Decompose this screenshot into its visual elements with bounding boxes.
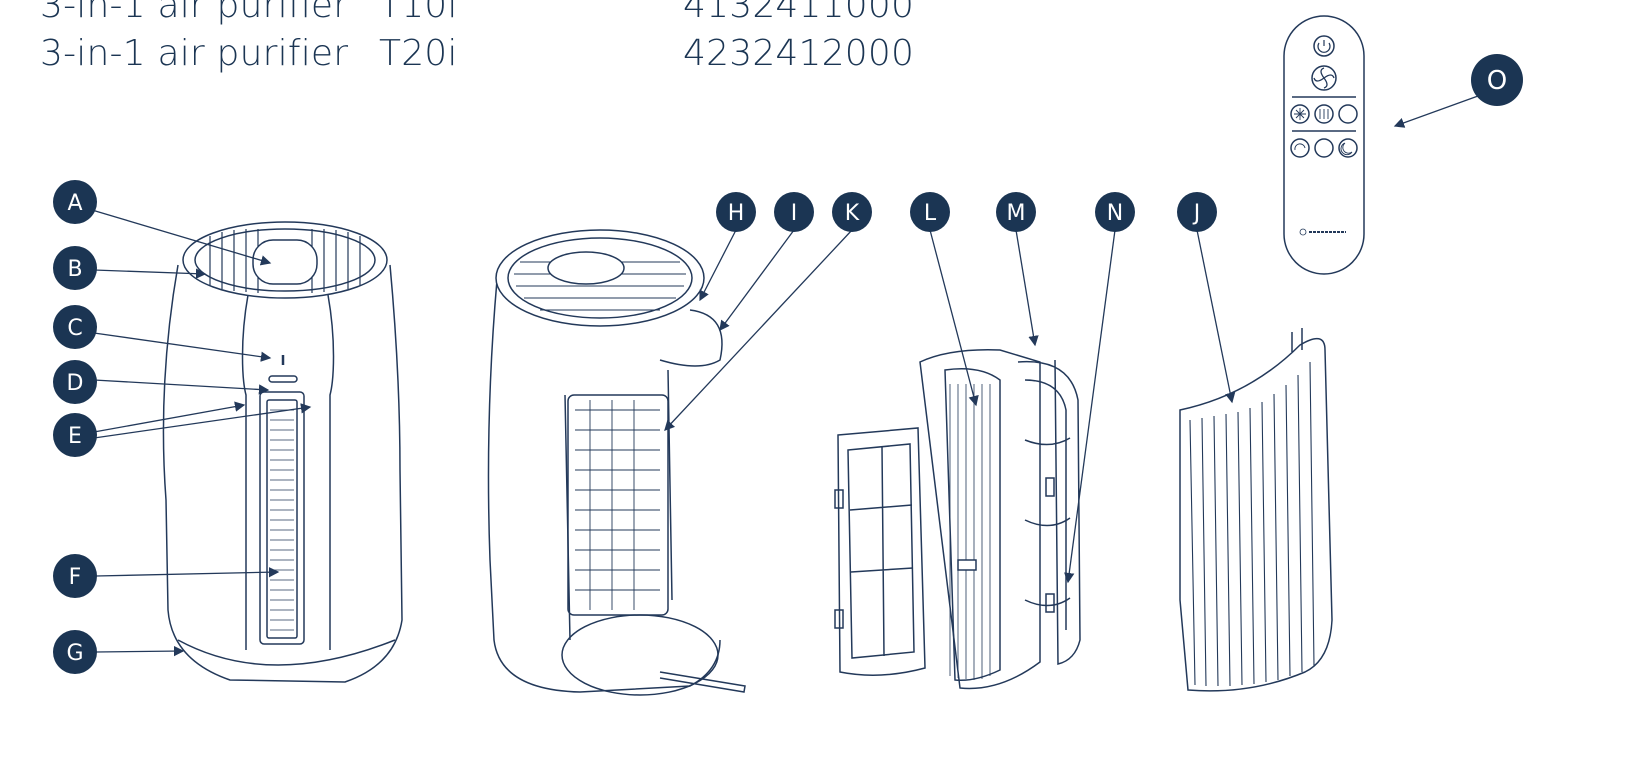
callout-e: E — [53, 413, 97, 457]
callout-c: C — [53, 305, 97, 349]
cable — [659, 671, 746, 693]
purifier-body — [162, 264, 403, 683]
open-base — [561, 614, 719, 696]
product-name: 3-in-1 air purifier — [40, 33, 349, 74]
callout-j: J — [1177, 192, 1217, 232]
base-ring — [177, 639, 396, 666]
filter-frame-right — [1017, 359, 1081, 665]
purifier-open-view — [487, 229, 746, 696]
air-inlet-grille — [259, 391, 305, 645]
callout-l: L — [910, 192, 950, 232]
purifier-front-view — [162, 221, 403, 683]
product-name: 3-in-1 air purifier — [40, 0, 349, 26]
callout-f: F — [53, 554, 97, 598]
callout-i: I — [774, 192, 814, 232]
fan-icon — [1311, 65, 1337, 91]
heat-icon — [1314, 104, 1334, 124]
callouts: A B C D E F G H I K L M N J O — [53, 54, 1523, 674]
svg-text:A: A — [67, 191, 82, 216]
svg-text:B: B — [67, 257, 82, 282]
filter-frame-left — [834, 427, 926, 676]
callout-o: O — [1471, 54, 1523, 106]
callout-d: D — [53, 360, 97, 404]
control-panel — [252, 239, 318, 285]
svg-text:K: K — [845, 201, 860, 226]
callout-b: B — [53, 246, 97, 290]
callout-a: A — [53, 180, 97, 224]
svg-text:G: G — [66, 641, 83, 666]
snowflake-icon — [1290, 104, 1310, 124]
model-name: T20i — [379, 33, 458, 74]
callout-n: N — [1095, 192, 1135, 232]
timer-icon — [1314, 138, 1334, 158]
remote-control — [1283, 15, 1365, 275]
door-frame — [564, 369, 673, 641]
open-body — [487, 279, 721, 693]
handle — [659, 309, 723, 367]
svg-text:D: D — [67, 371, 84, 396]
model-name: T10i — [379, 0, 458, 26]
svg-text:L: L — [924, 201, 937, 226]
callout-k: K — [832, 192, 872, 232]
article-number: 4132411000 — [683, 0, 915, 26]
svg-text:H: H — [728, 201, 745, 226]
callout-g: G — [53, 630, 97, 674]
leader-lines — [91, 95, 1479, 657]
svg-text:F: F — [69, 565, 82, 590]
article-number: 4232412000 — [683, 33, 915, 74]
outer-shell — [1179, 328, 1333, 692]
svg-text:O: O — [1487, 66, 1507, 96]
auto-icon — [1338, 104, 1358, 124]
power-icon — [1313, 35, 1335, 57]
callout-m: M — [996, 192, 1036, 232]
svg-text:M: M — [1007, 201, 1026, 226]
filter-cylinder — [919, 349, 1041, 690]
svg-text:I: I — [791, 201, 798, 226]
front-channel — [241, 294, 335, 650]
callout-h: H — [716, 192, 756, 232]
oscillate-icon — [1290, 138, 1310, 158]
night-mode-icon — [1338, 138, 1358, 158]
svg-text:E: E — [68, 424, 82, 449]
svg-text:N: N — [1107, 201, 1123, 226]
svg-text:C: C — [67, 316, 82, 341]
svg-text:J: J — [1192, 201, 1201, 226]
